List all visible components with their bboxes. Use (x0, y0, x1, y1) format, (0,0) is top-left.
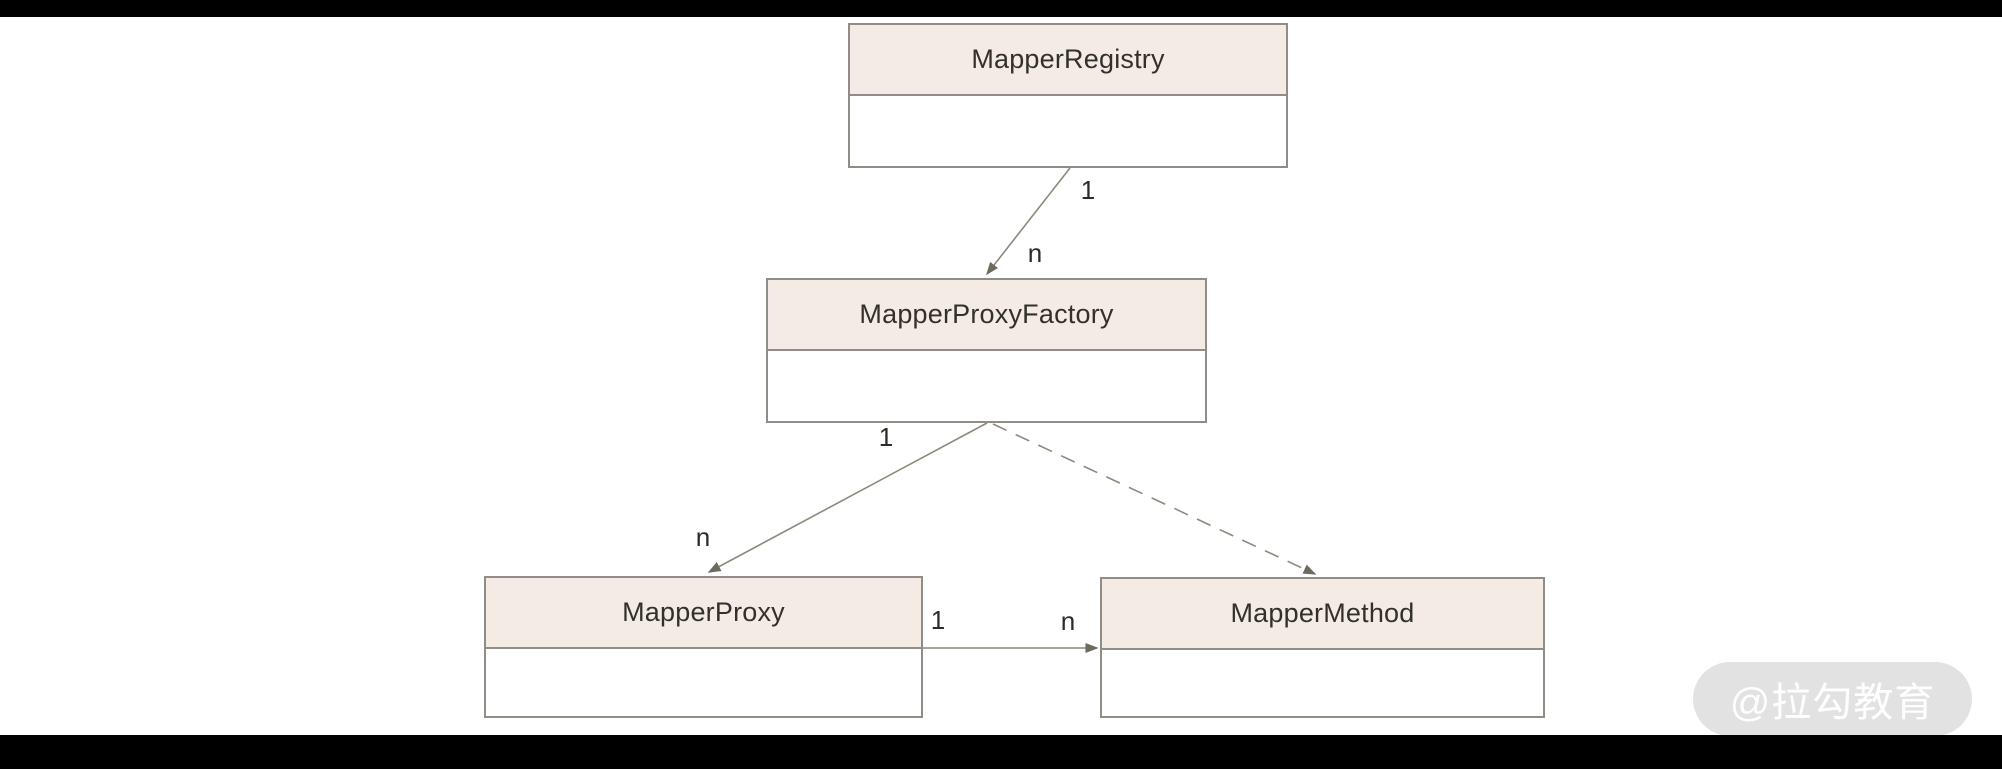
class-box-mapper-proxy-factory: MapperProxyFactory (766, 278, 1207, 423)
multiplicity-label: 1 (1080, 175, 1096, 205)
letterbox-top (0, 0, 2002, 17)
multiplicity-label: 1 (878, 422, 894, 452)
class-name-label: MapperMethod (1230, 598, 1415, 628)
class-attributes-section (850, 96, 1286, 166)
class-name-label: MapperProxyFactory (859, 299, 1114, 329)
multiplicity-label: 1 (930, 605, 946, 635)
class-header: MapperRegistry (850, 25, 1286, 96)
class-name-label: MapperProxy (622, 597, 785, 627)
watermark-badge: @拉勾教育 (1693, 662, 1972, 736)
class-box-mapper-registry: MapperRegistry (848, 23, 1288, 168)
class-box-mapper-method: MapperMethod (1100, 577, 1545, 718)
multiplicity-label: n (695, 522, 711, 552)
class-attributes-section (768, 351, 1205, 421)
letterbox-bottom (0, 735, 2002, 769)
class-header: MapperProxyFactory (768, 280, 1205, 351)
class-box-mapper-proxy: MapperProxy (484, 576, 923, 718)
class-attributes-section (486, 649, 921, 716)
class-header: MapperProxy (486, 578, 921, 649)
class-header: MapperMethod (1102, 579, 1543, 650)
multiplicity-label: n (1060, 606, 1076, 636)
watermark-text: @拉勾教育 (1729, 681, 1936, 725)
class-attributes-section (1102, 650, 1543, 716)
class-name-label: MapperRegistry (971, 44, 1165, 74)
multiplicity-label: n (1027, 238, 1043, 268)
